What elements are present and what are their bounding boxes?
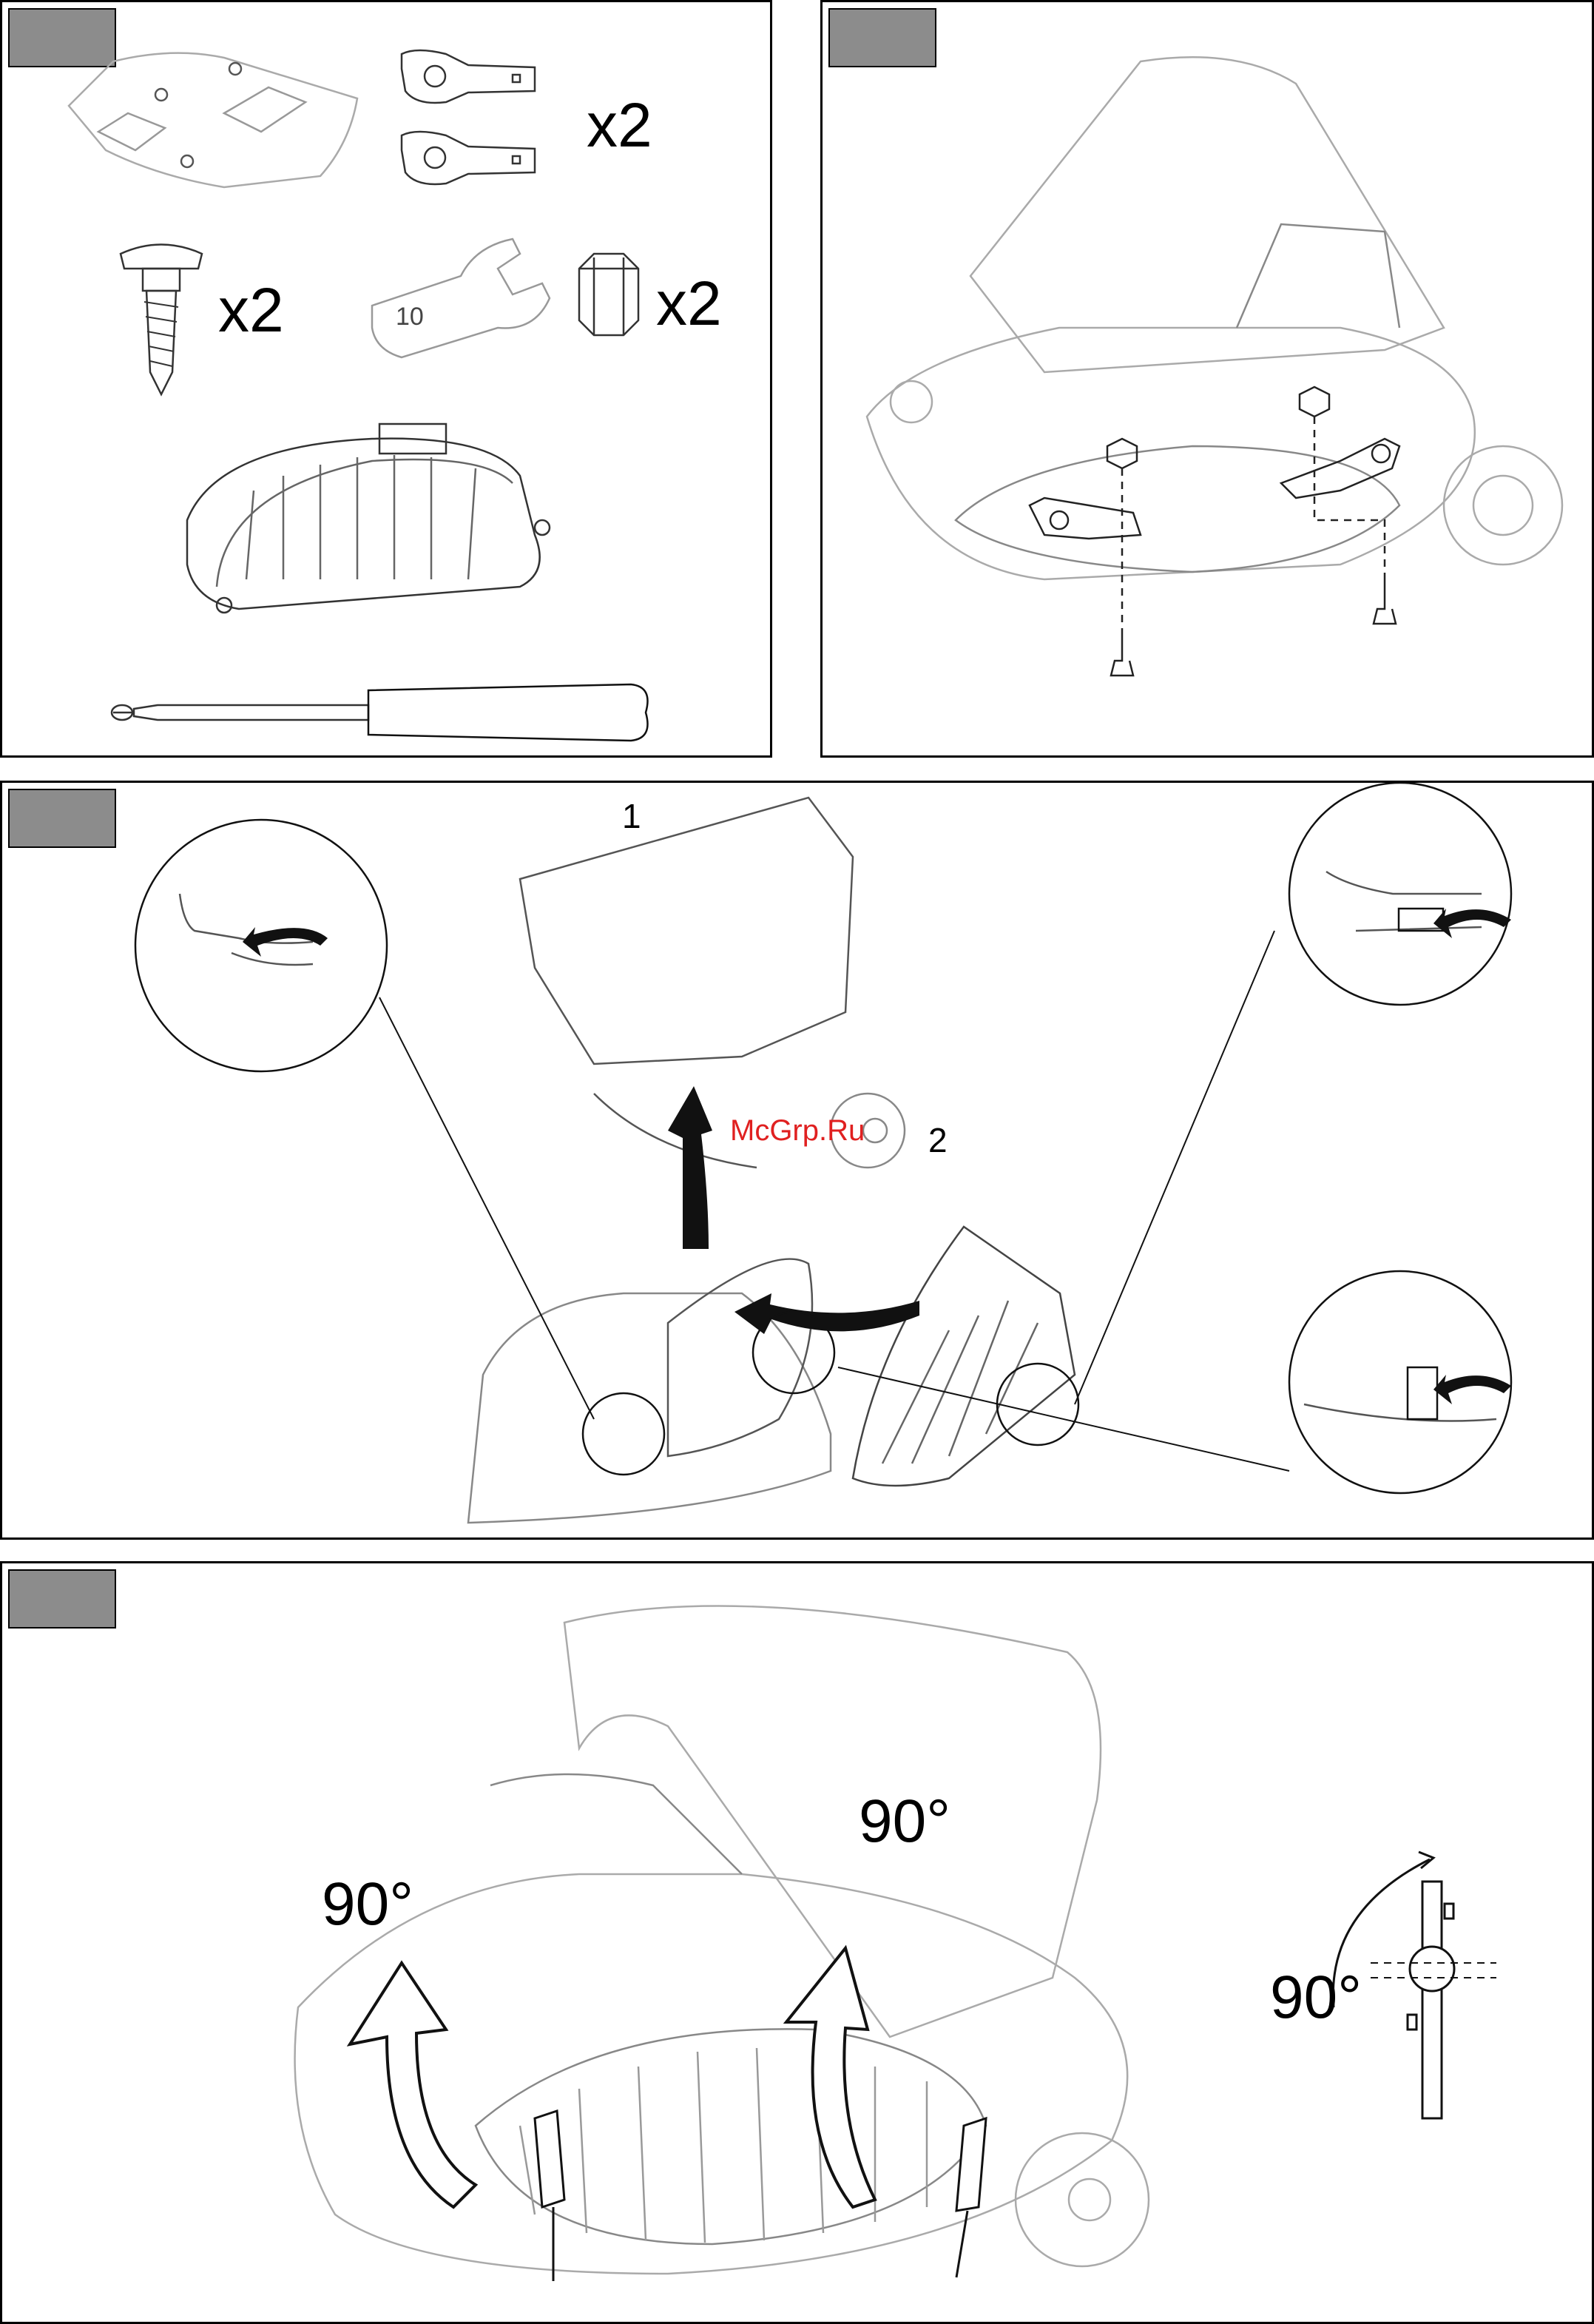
screwdriver-icon — [112, 684, 648, 741]
rotate-arrow-icon — [350, 1948, 875, 2207]
panel-brackets — [820, 0, 1594, 758]
bracket-icon — [1030, 439, 1399, 539]
panel-parts: x2 x2 x2 10 — [0, 0, 772, 758]
bracket-icon — [402, 50, 535, 184]
nuts-quantity: x2 — [656, 272, 722, 334]
grass-guard-icon — [187, 424, 550, 613]
screw-icon — [121, 245, 202, 395]
step-number-two: 2 — [928, 1123, 948, 1157]
brackets-illustration — [823, 2, 1594, 758]
nut-icon — [579, 254, 638, 335]
screws-quantity: x2 — [218, 279, 284, 341]
wrench-size: 10 — [396, 304, 424, 329]
left-rotation-angle: 90° — [322, 1874, 413, 1935]
screw-icon — [1111, 579, 1396, 676]
detail-rotation-angle: 90° — [1270, 1967, 1362, 2028]
right-rotation-angle: 90° — [859, 1791, 950, 1852]
watermark: McGrp.Ru — [730, 1114, 865, 1148]
grass-guard-icon — [853, 1227, 1075, 1486]
nut-icon — [1107, 387, 1329, 468]
lock-latches-illustration — [2, 1563, 1594, 2324]
detail-arrow-icon — [243, 909, 1511, 1404]
panel-attach-guard: 1 2 McGrp.Ru — [0, 781, 1594, 1540]
step-number-one: 1 — [622, 799, 641, 833]
parts-illustration — [2, 2, 772, 758]
mower-deck-icon — [867, 57, 1562, 579]
panel-lock-latches: 90° 90° 90° — [0, 1561, 1594, 2324]
attach-guard-illustration — [2, 783, 1594, 1540]
wrench-icon — [372, 239, 550, 357]
brackets-quantity: x2 — [587, 94, 652, 156]
mounting-kit-bag-icon — [69, 53, 357, 187]
